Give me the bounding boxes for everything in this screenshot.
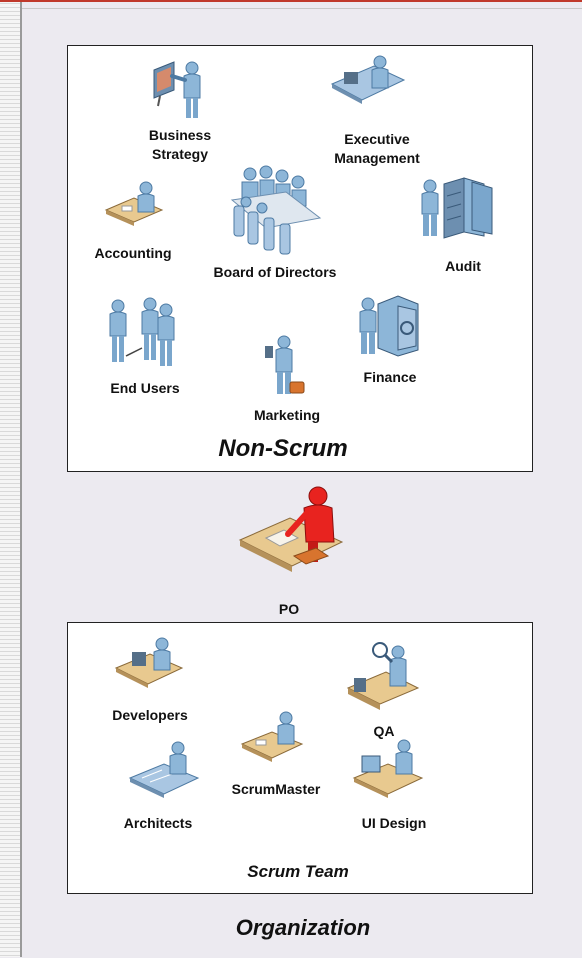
- po-icon: [238, 486, 344, 572]
- scrum-team-title: Scrum Team: [247, 862, 349, 881]
- business-strategy-icon: [153, 61, 201, 118]
- board-of-directors-icon: [230, 165, 322, 255]
- end-users-label: End Users: [110, 380, 180, 396]
- qa-label: QA: [373, 723, 395, 739]
- po-label: PO: [278, 601, 300, 617]
- accounting-icon: [104, 181, 164, 226]
- scrummaster-label: ScrumMaster: [231, 781, 321, 797]
- executive-management-icon: [330, 55, 406, 104]
- executive-management-label: Executive Management: [334, 131, 420, 166]
- left-margin-edge: [20, 0, 22, 957]
- non-scrum-box: [67, 45, 533, 472]
- board-of-directors-label: Board of Directors: [213, 264, 337, 280]
- marketing-label: Marketing: [253, 407, 321, 423]
- scrummaster-icon: [240, 711, 304, 762]
- left-margin-ruler: [0, 0, 20, 957]
- finance-icon: [359, 295, 419, 357]
- business-strategy-label: Business Strategy: [148, 127, 212, 162]
- architects-icon: [128, 741, 200, 798]
- audit-icon: [421, 177, 493, 239]
- accounting-label: Accounting: [94, 245, 172, 261]
- architects-label: Architects: [123, 815, 193, 831]
- ui-design-label: UI Design: [361, 815, 427, 831]
- marketing-icon: [265, 335, 305, 394]
- end-users-icon: [109, 297, 175, 366]
- qa-icon: [346, 642, 420, 710]
- organization-title: Organization: [235, 915, 371, 940]
- developers-label: Developers: [112, 707, 188, 723]
- non-scrum-title: Non-Scrum: [218, 435, 348, 462]
- audit-label: Audit: [445, 258, 481, 274]
- ui-design-icon: [352, 739, 424, 798]
- finance-label: Finance: [363, 369, 417, 385]
- developers-icon: [114, 637, 184, 688]
- top-accent-line: [0, 0, 582, 2]
